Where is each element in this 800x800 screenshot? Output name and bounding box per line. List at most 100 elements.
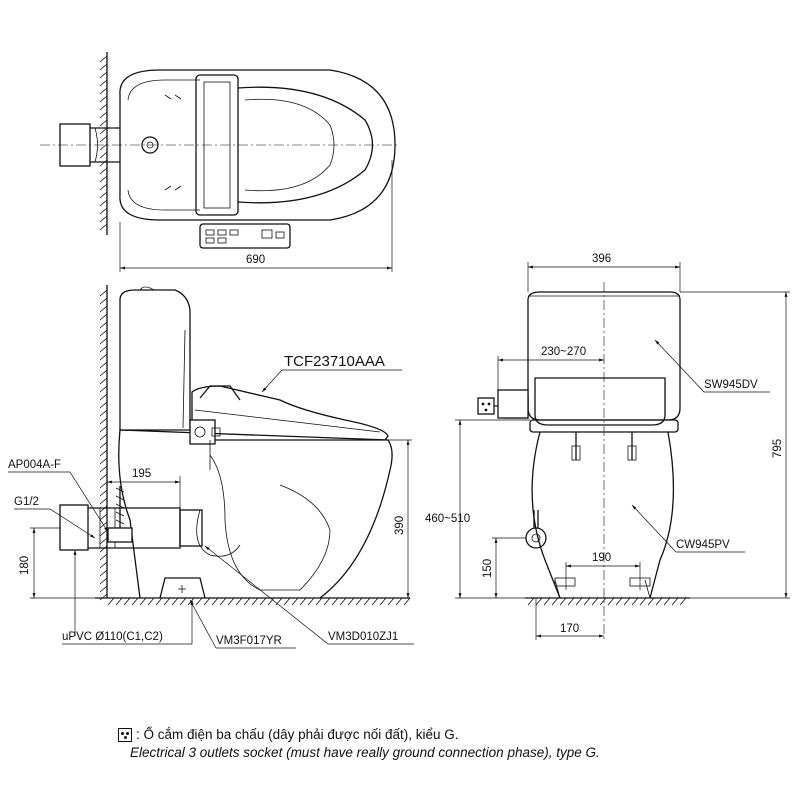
hatch-line — [243, 597, 251, 606]
hatch-line — [99, 297, 108, 305]
legend-en: Electrical 3 outlets socket (must have r… — [130, 745, 600, 760]
hatch-line — [299, 597, 307, 606]
label-bolt-kit: VM3D010ZJ1 — [328, 631, 398, 643]
hatch-line — [99, 175, 108, 183]
hatch-line — [99, 489, 108, 497]
hatch-line — [99, 545, 108, 553]
hatch-line — [211, 597, 219, 606]
hatch-line — [99, 207, 108, 215]
hatch-line — [99, 513, 108, 521]
dim-outlet-height: 180 — [19, 556, 31, 575]
hatch-line — [163, 597, 171, 606]
hatch-line — [671, 597, 679, 606]
hatch-line — [387, 597, 395, 606]
label-pipe: uPVC Ø110(C1,C2) — [62, 631, 163, 643]
hatch-line — [99, 553, 108, 561]
hatch-line — [535, 597, 543, 606]
hatch-line — [379, 597, 387, 606]
hatch-line — [403, 597, 411, 606]
hatch-line — [99, 385, 108, 393]
hatch-line — [99, 127, 108, 135]
hatch-line — [371, 597, 379, 606]
hatch-line — [315, 597, 323, 606]
hatch-line — [99, 151, 108, 159]
hatch-line — [99, 593, 108, 601]
hatch-line — [99, 425, 108, 433]
legend: : Ổ cắm điện ba chấu (dây phải được nối … — [118, 726, 798, 762]
side-view: TCF23710AAA 195 390 180 AP004A-F G1/2 uP… — [8, 285, 414, 649]
label-tank: SW945DV — [704, 379, 758, 391]
remote-panel — [199, 223, 291, 249]
hatch-line — [575, 597, 583, 606]
dim-total-height: 795 — [772, 439, 784, 458]
label-flange: VM3F017YR — [216, 635, 282, 647]
hatch-line — [283, 597, 291, 606]
model-label: TCF23710AAA — [284, 353, 385, 370]
hatch-line — [99, 457, 108, 465]
hatch-line — [99, 199, 108, 207]
hatch-line — [99, 119, 108, 127]
hatch-line — [99, 159, 108, 167]
hatch-line — [99, 449, 108, 457]
dim-water-height: 150 — [482, 559, 494, 578]
label-drain-adapter: AP004A-F — [8, 459, 61, 471]
hatch-line — [99, 289, 108, 297]
hatch-line — [99, 401, 108, 409]
hatch-line — [275, 597, 283, 606]
hatch-line — [171, 597, 179, 606]
legend-vi: : Ổ cắm điện ba chấu (dây phải được nối … — [136, 727, 459, 742]
hatch-line — [131, 597, 139, 606]
hatch-line — [623, 597, 631, 606]
hatch-line — [655, 597, 663, 606]
hatch-line — [339, 597, 347, 606]
hatch-line — [99, 313, 108, 321]
hatch-line — [395, 597, 403, 606]
hatch-line — [99, 417, 108, 425]
hatch-line — [99, 569, 108, 577]
hatch-line — [99, 585, 108, 593]
hatch-line — [227, 597, 235, 606]
hatch-line — [203, 597, 211, 606]
hatch-line — [179, 597, 187, 606]
hatch-line — [99, 183, 108, 191]
hatch-line — [679, 597, 687, 606]
dim-width-170: 170 — [560, 623, 579, 635]
hatch-line — [99, 55, 108, 63]
hatch-line — [99, 353, 108, 361]
hatch-line — [99, 361, 108, 369]
hatch-line — [543, 597, 551, 606]
label-water-inlet: G1/2 — [14, 496, 39, 508]
hatch-line — [331, 597, 339, 606]
dim-outlet-from-wall: 195 — [132, 468, 151, 480]
hatch-line — [591, 597, 599, 606]
hatch-line — [647, 597, 655, 606]
hatch-line — [99, 87, 108, 95]
hatch-line — [99, 337, 108, 345]
dim-plan-length: 690 — [246, 254, 265, 266]
hatch-line — [99, 537, 108, 545]
plan-view: 690 — [40, 52, 400, 272]
dim-height-390: 390 — [394, 516, 406, 535]
dim-bolt-spacing: 190 — [592, 552, 611, 564]
hatch-line — [99, 79, 108, 87]
socket-icon — [118, 728, 132, 742]
hatch-line — [99, 305, 108, 313]
front-view: 396 230~270 795 460~510 150 190 170 SW94… — [425, 253, 790, 640]
hatch-line — [259, 597, 267, 606]
label-bowl: CW945PV — [676, 539, 730, 551]
hatch-line — [99, 135, 108, 143]
hatch-line — [639, 597, 647, 606]
hatch-line — [99, 505, 108, 513]
hatch-line — [155, 597, 163, 606]
dim-tank-width: 396 — [592, 253, 611, 265]
hatch-line — [147, 597, 155, 606]
hatch-line — [195, 597, 203, 606]
hatch-line — [267, 597, 275, 606]
dim-seat-height: 460~510 — [425, 513, 470, 525]
hatch-line — [631, 597, 639, 606]
hatch-line — [99, 441, 108, 449]
hatch-line — [99, 465, 108, 473]
hatch-line — [235, 597, 243, 606]
hatch-line — [115, 597, 123, 606]
hatch-line — [323, 597, 331, 606]
